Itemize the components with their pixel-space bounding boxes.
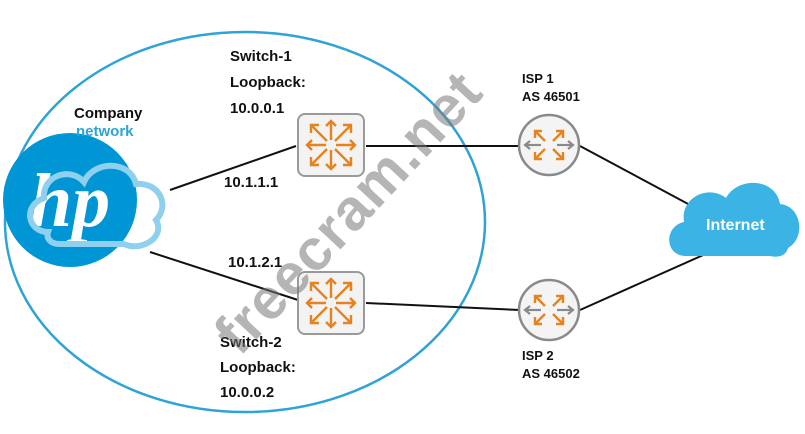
link-isp1-internet bbox=[579, 145, 691, 206]
company-site-ellipse bbox=[3, 30, 487, 414]
switch2-label: Switch-2 Loopback: 10.0.0.2 bbox=[220, 334, 296, 401]
link1-ip-label: 10.1.1.1 bbox=[224, 174, 279, 191]
isp1-router-icon bbox=[517, 113, 581, 177]
isp2-label: ISP 2 AS 46502 bbox=[522, 348, 580, 381]
company-cloud-icon bbox=[27, 162, 166, 250]
link-cloud-switch1 bbox=[169, 145, 297, 191]
switch1-label: Switch-1 Loopback: 10.0.0.1 bbox=[230, 48, 306, 117]
switch1-icon bbox=[297, 113, 365, 177]
internet-cloud-icon bbox=[669, 182, 800, 257]
link-cloud-switch2 bbox=[149, 251, 299, 301]
internet-label: Internet bbox=[706, 217, 765, 234]
link2-ip-label: 10.1.2.1 bbox=[228, 254, 283, 271]
link-switch2-isp2 bbox=[365, 302, 521, 311]
link-isp2-internet bbox=[579, 251, 711, 311]
company-network-label: Company network bbox=[74, 105, 143, 140]
switch2-icon bbox=[297, 271, 365, 335]
isp2-router-icon bbox=[517, 278, 581, 342]
isp1-label: ISP 1 AS 46501 bbox=[522, 71, 580, 104]
